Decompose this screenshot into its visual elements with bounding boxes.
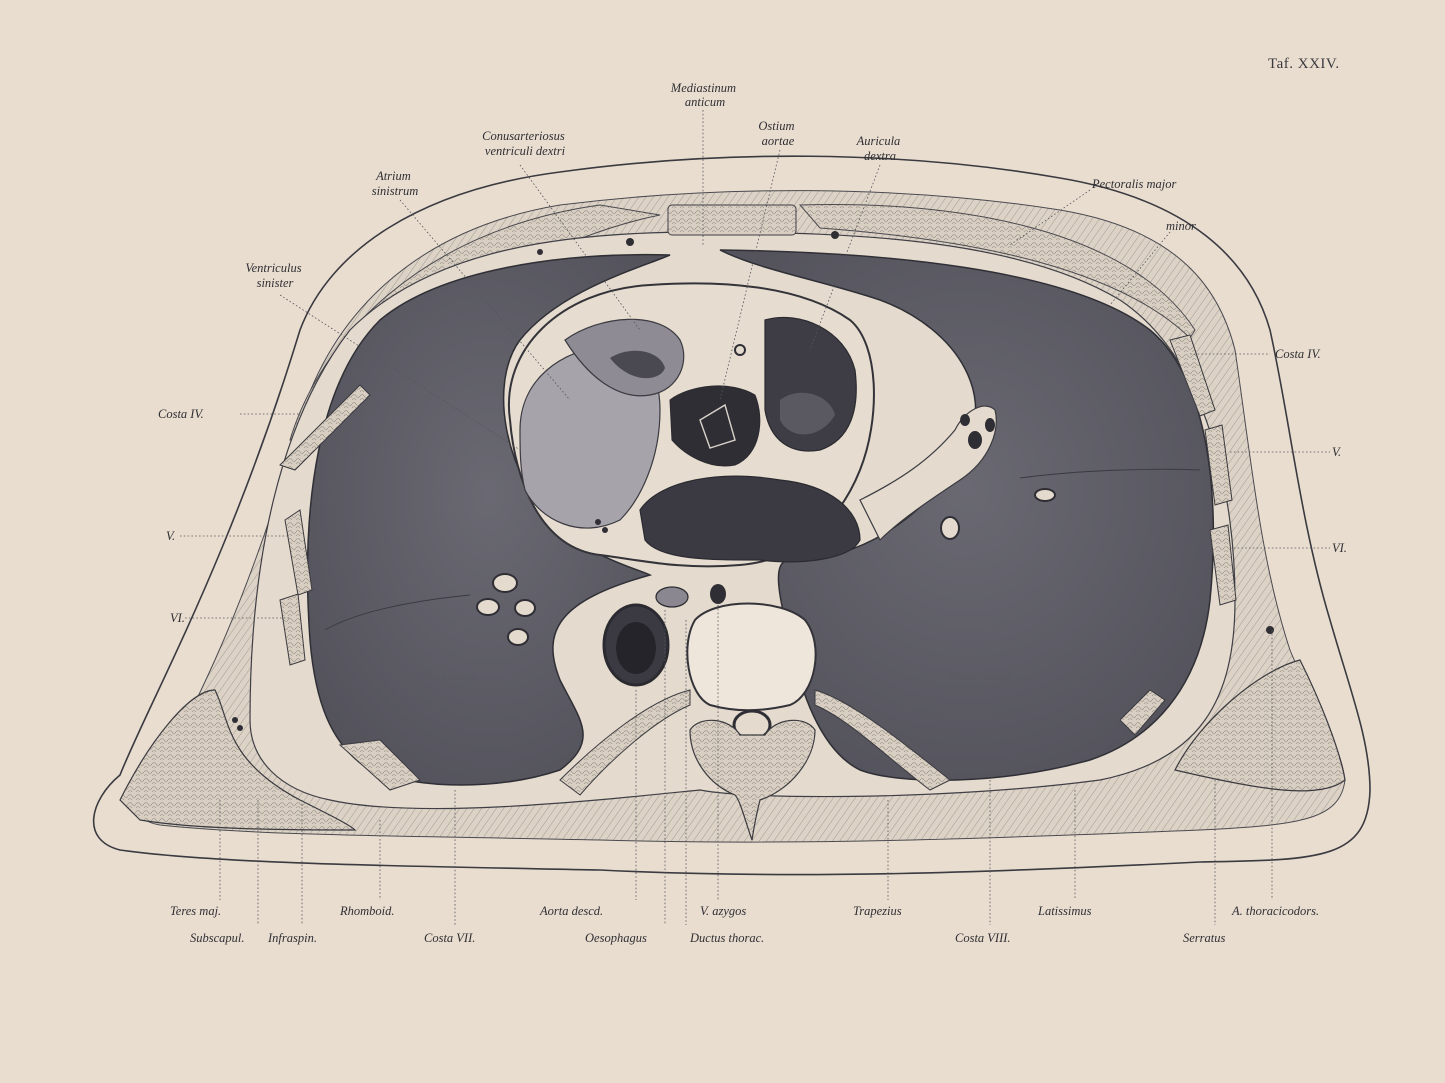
oesophagus [655,586,689,608]
v-azygos [710,584,726,604]
lung-right [719,249,1215,781]
label-atrium: Atrium sinistrum [372,169,419,198]
label-ductus: Ductus thorac. [689,931,764,945]
vessel-right-5 [1034,488,1056,502]
conus-arteriosus [669,385,761,467]
label-vi-left: VI. [170,611,185,625]
bronchial-vessels-left [476,573,536,646]
label-costa-iv-right: Costa IV. [1275,347,1321,361]
atrium-cavity [610,350,665,379]
ostium-aortae [699,403,736,449]
label-ostium: Ostium aortae [758,119,797,148]
bronchial-tree-right [859,405,997,542]
label-mediastinum: Mediastinum anticum [670,81,739,109]
label-rhomboid: Rhomboid. [339,904,395,918]
label-v-azygos: V. azygos [700,904,746,918]
sternum [667,204,797,236]
label-infraspin: Infraspin. [267,931,317,945]
label-thoracicodors: A. thoracicodors. [1231,904,1319,918]
label-aorta-descd: Aorta descd. [539,904,603,918]
ventriculus-dexter [639,475,861,563]
label-conus: Conusarteriosus ventriculi dextri [482,129,568,158]
serratus-right [1174,659,1346,792]
vessel-right-2 [985,418,995,432]
label-teres: Teres maj. [170,904,221,918]
vertebra-body [686,602,817,712]
vessel-right-3 [960,414,970,426]
label-pulmo-dexter: Pulmo dexter [949,671,1012,683]
vertebral-arch [689,719,816,841]
scapula-left [119,689,357,831]
ribs-left [279,384,421,791]
label-minor: minor [1166,219,1196,233]
small-vessels [232,231,1274,731]
lung-fissure-left [324,594,471,631]
ribs-right [1119,334,1237,736]
label-pulmo-sinister: Pulmo sinister [409,671,477,683]
label-costa-iv-left: Costa IV. [158,407,204,421]
label-v-right: V. [1332,445,1341,459]
label-oesophagus: Oesophagus [585,931,647,945]
vessel-right-4 [940,516,960,540]
rib-posterior-left [559,689,691,796]
label-ventriculus: Ventriculus sinister [245,261,304,290]
label-latissimus: Latissimus [1037,904,1092,918]
vessel-right-1 [968,431,982,449]
label-trapezius: Trapezius [853,904,902,918]
body-outline [92,155,1371,876]
rib-posterior-right [814,689,951,791]
auricula-inner [780,392,835,435]
label-costa-vii: Costa VII. [424,931,475,945]
label-pectoralis-major: Pectoralis major [1091,177,1177,191]
aorta-lumen [616,622,656,674]
plate-number: Taf. XXIV. [1268,56,1340,72]
leader-lines [180,110,1330,925]
lung-fissure-right [1019,468,1201,479]
label-serratus: Serratus [1183,931,1226,945]
label-vi-right: VI. [1332,541,1347,555]
label-subscapul: Subscapul. [190,931,245,945]
label-auricula: Auricula dextra [856,134,904,163]
label-costa-viii: Costa VIII. [955,931,1011,945]
pectoralis-right [798,204,1196,339]
label-v-left: V. [166,529,175,543]
